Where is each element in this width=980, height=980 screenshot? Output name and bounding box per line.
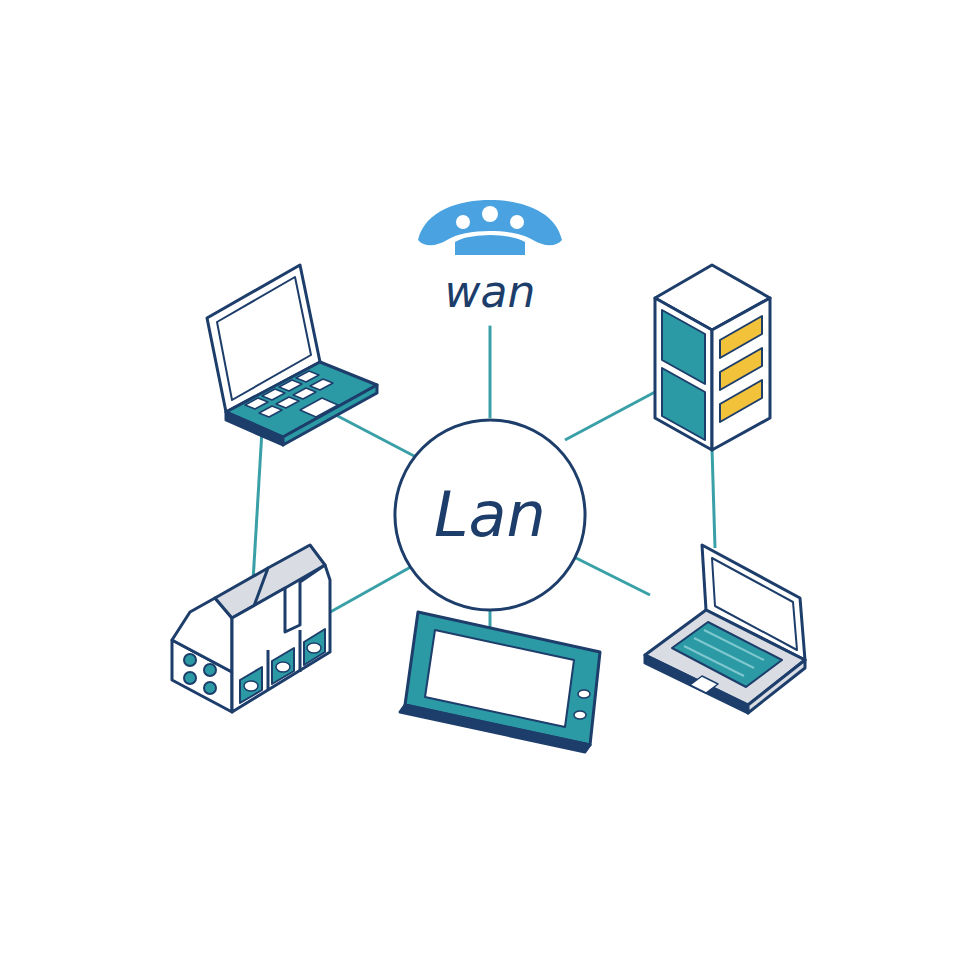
- smartphone: [400, 612, 600, 752]
- building-block: [172, 545, 330, 712]
- laptop-left: [207, 265, 377, 445]
- network-link: [489, 326, 492, 418]
- server-tower: [655, 265, 770, 450]
- node-label: wan: [445, 267, 536, 318]
- laptop-right: [645, 545, 805, 713]
- cloud-icon: [415, 200, 565, 255]
- wan-cloud: wan: [415, 200, 565, 322]
- node-label: Lan: [434, 479, 546, 550]
- lan-hub: Lan: [393, 418, 587, 612]
